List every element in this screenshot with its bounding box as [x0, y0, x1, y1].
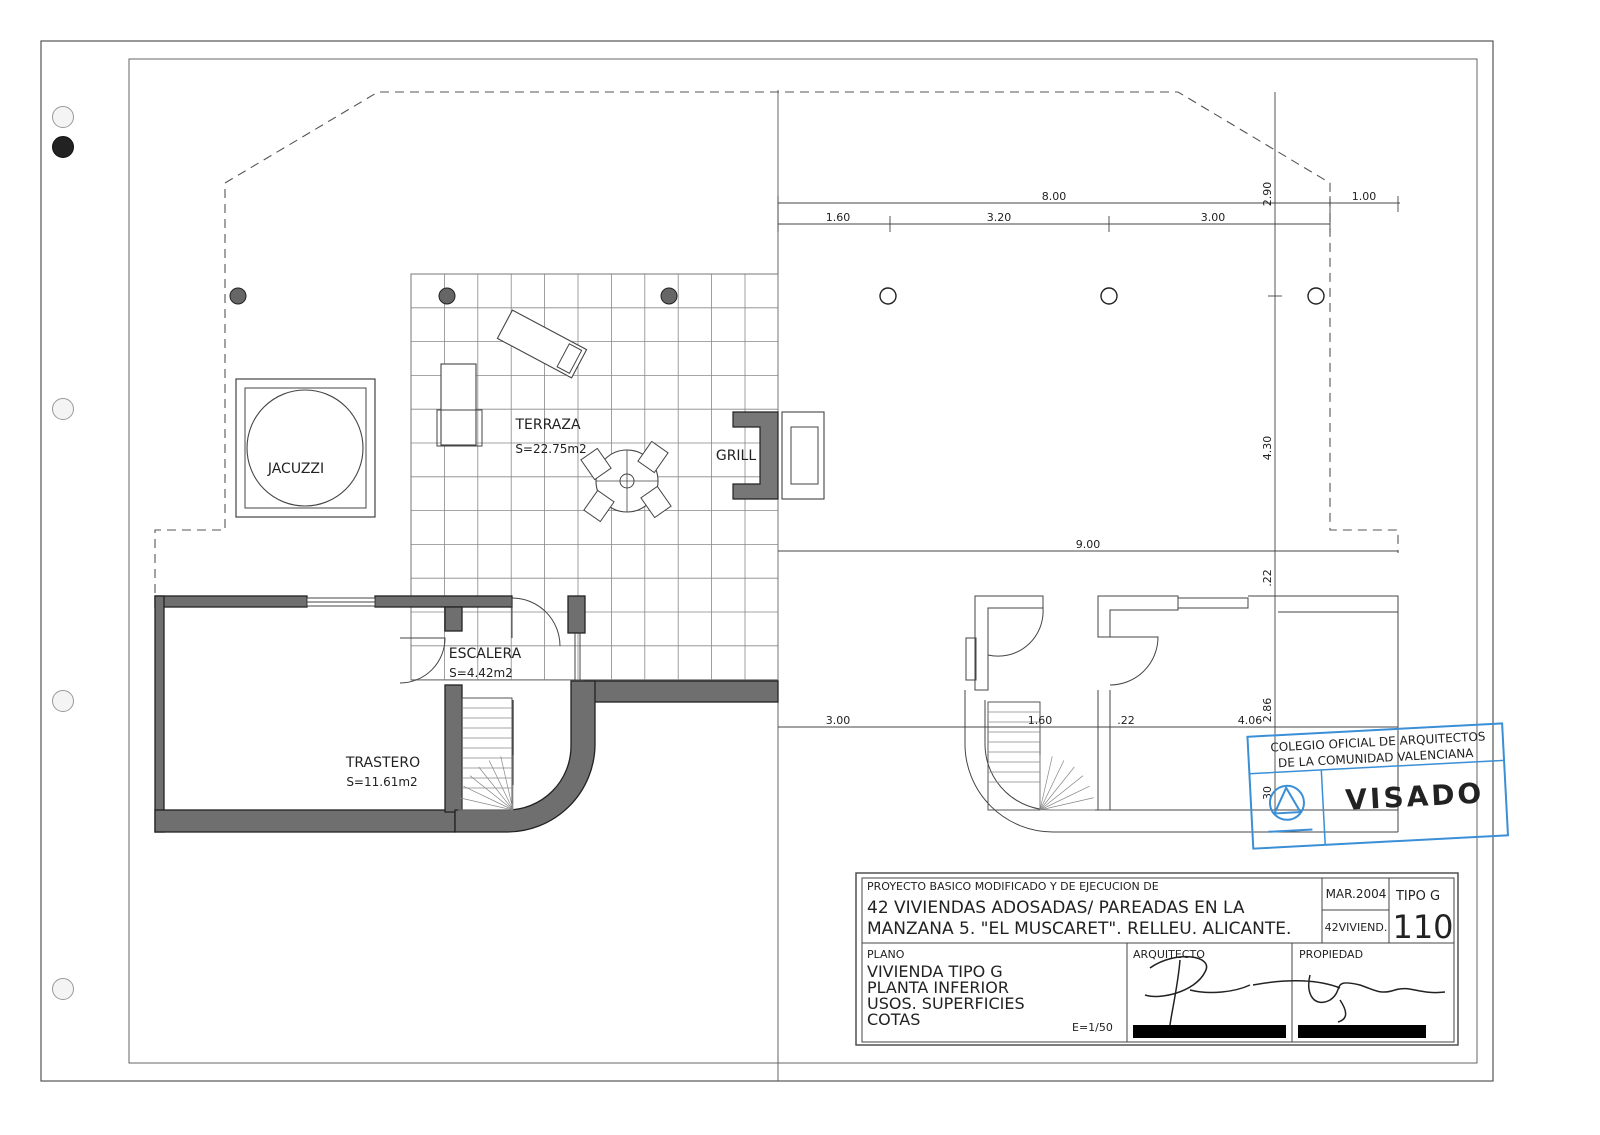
plano-line: VIVIENDA TIPO G [867, 962, 1003, 981]
visado-stamp: COLEGIO OFICIAL DE ARQUITECTOS DE LA COM… [1246, 722, 1510, 850]
escalera-area: S=4.42m2 [449, 666, 513, 680]
drawing-frame [128, 58, 1478, 1064]
column-filled [229, 287, 247, 305]
signatures [1133, 955, 1446, 1038]
stair-tread [1039, 775, 1084, 811]
college-emblem [1268, 784, 1313, 833]
trastero-area: S=11.61m2 [346, 775, 417, 789]
walls-left-unit [154, 595, 779, 833]
sheet-border [40, 40, 1494, 1082]
column-filled [438, 287, 456, 305]
project-line1: 42 VIVIENDAS ADOSADAS/ PAREADAS EN LA [867, 898, 1245, 918]
door-swing [987, 607, 1044, 657]
architect-signature [1144, 955, 1251, 1026]
patio-table [580, 440, 672, 523]
dim-width2: 9.00 [1076, 538, 1101, 551]
stair-tread [463, 785, 514, 811]
propiedad-label: PROPIEDAD [1299, 948, 1363, 961]
redaction-bar [1298, 1025, 1426, 1038]
redaction-bar [1133, 1025, 1286, 1038]
stair-tread [1039, 797, 1094, 811]
plano-line: USOS. SUPERFICIES [867, 994, 1025, 1013]
title-block [855, 872, 1459, 1046]
terraza-label: TERRAZA [514, 417, 580, 433]
spiral-stair [987, 701, 1095, 811]
stair-tread [1039, 785, 1090, 811]
stair-tread [1039, 756, 1053, 811]
stair-tread [1039, 760, 1065, 811]
dim-seg1: 1.60 [826, 211, 851, 224]
binder-hole [52, 106, 74, 128]
plano-label: PLANO [867, 948, 905, 961]
grill-label: GRILL [716, 448, 757, 464]
door-swing [399, 637, 446, 684]
spiral-stair [458, 697, 514, 811]
title-block-text: PROYECTO BASICO MODIFICADO Y DE EJECUCIO… [867, 880, 1454, 1034]
plano-line: COTAS [867, 1010, 920, 1029]
jacuzzi-label: JACUZZI [267, 461, 324, 477]
terraza-area: S=22.75m2 [515, 442, 586, 456]
sheet-number: 110 [1392, 908, 1453, 946]
stair-tread [478, 766, 514, 811]
scale: E=1/50 [1072, 1021, 1113, 1034]
escalera-label: ESCALERA [449, 646, 522, 662]
stair-tread [500, 756, 514, 811]
project-header: PROYECTO BASICO MODIFICADO Y DE EJECUCIO… [867, 880, 1159, 893]
project-line2: MANZANA 5. "EL MUSCARET". RELLEU. ALICAN… [867, 919, 1291, 939]
window [306, 597, 376, 607]
dim-lower3: .22 [1117, 714, 1135, 727]
dimension-labels: 8.00 1.60 3.20 3.00 1.00 9.00 3.00 1.60 … [826, 182, 1377, 800]
dim-v-small: .22 [1261, 569, 1274, 587]
sun-lounger [436, 363, 483, 447]
grill [732, 411, 825, 500]
arquitecto-label: ARQUITECTO [1133, 948, 1205, 961]
stair-tread [469, 775, 514, 811]
trastero-label: TRASTERO [345, 755, 420, 771]
door-swing [511, 597, 561, 647]
tipo: TIPO G [1395, 889, 1440, 904]
dim-lower4: 4.06 [1238, 714, 1263, 727]
column-outline [1100, 287, 1118, 305]
plano-line: PLANTA INFERIOR [867, 978, 1009, 997]
stair-tread [488, 760, 514, 811]
stair-tread [459, 797, 514, 811]
binder-hole [52, 398, 74, 420]
dim-v-lower: 2.86 [1261, 698, 1274, 723]
dim-seg2: 3.20 [987, 211, 1012, 224]
sun-lounger [496, 309, 588, 379]
dim-lower1: 3.00 [826, 714, 851, 727]
stamp-visado: VISADO [1345, 776, 1486, 816]
dim-lower2: 1.60 [1028, 714, 1053, 727]
binder-hole [52, 136, 74, 158]
dim-overhang: 1.00 [1352, 190, 1377, 203]
column-filled [660, 287, 678, 305]
column-outline [1307, 287, 1325, 305]
dimension-lines [777, 92, 1400, 810]
binder-hole [52, 978, 74, 1000]
door-swing [1109, 636, 1159, 686]
roof-outline [154, 91, 1399, 593]
jacuzzi [235, 378, 376, 518]
owner-signature [1252, 974, 1446, 1023]
column-outline [879, 287, 897, 305]
dim-v-mid: 4.30 [1261, 436, 1274, 461]
code: 42VIVIEND. [1325, 921, 1388, 934]
stair-tread [1039, 766, 1075, 811]
dim-total-width: 8.00 [1042, 190, 1067, 203]
date: MAR.2004 [1326, 887, 1387, 901]
dim-seg3: 3.00 [1201, 211, 1226, 224]
dim-v-top: 2.90 [1261, 182, 1274, 207]
walls-right-unit [964, 595, 1399, 833]
binder-hole [52, 690, 74, 712]
